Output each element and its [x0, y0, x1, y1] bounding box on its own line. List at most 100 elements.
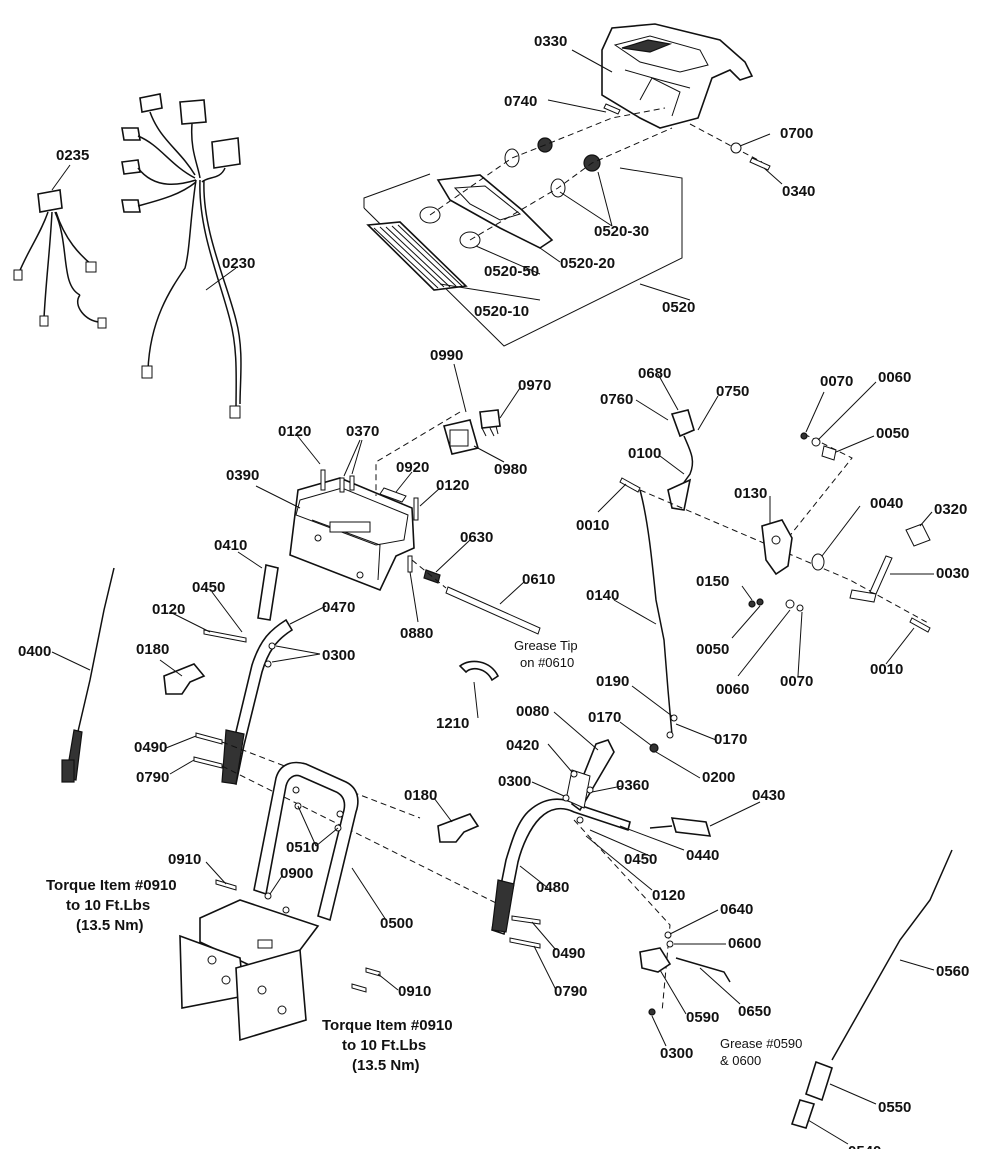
- label-0070-top: 0070: [820, 373, 853, 390]
- label-0510: 0510: [286, 839, 319, 856]
- headlight-assembly-box-0520: [363, 167, 683, 347]
- leader-dash-light-3: [689, 123, 763, 163]
- screws-0370-0120: [320, 469, 419, 573]
- label-0230: 0230: [222, 255, 255, 272]
- label-0130: 0130: [734, 485, 767, 502]
- label-0550: 0550: [878, 1099, 911, 1116]
- label-0400: 0400: [18, 643, 51, 660]
- leader-dash-light-1: [429, 107, 666, 216]
- label-0640: 0640: [720, 901, 753, 918]
- label-0650: 0650: [738, 1003, 771, 1020]
- label-0320: 0320: [934, 501, 967, 518]
- label-0790-right: 0790: [554, 983, 587, 1000]
- leader-dash-0050: [779, 433, 853, 549]
- leader-dash-light-2: [469, 127, 673, 241]
- label-0750: 0750: [716, 383, 749, 400]
- label-0450-left: 0450: [192, 579, 225, 596]
- label-0300-left: 0300: [322, 647, 355, 664]
- label-0680: 0680: [638, 365, 671, 382]
- bolts-0510: [292, 786, 344, 832]
- label-0235: 0235: [56, 147, 89, 164]
- label-0630: 0630: [460, 529, 493, 546]
- label-0120-top: 0120: [278, 423, 311, 440]
- headlight-bracket-0520-20: [419, 174, 554, 249]
- sleeve-0550: [805, 1060, 833, 1102]
- label-0360: 0360: [616, 777, 649, 794]
- label-0010-right: 0010: [870, 661, 903, 678]
- label-0520-30: 0520-30: [594, 223, 649, 240]
- label-0970: 0970: [518, 377, 551, 394]
- leader-dash-0490: [221, 741, 421, 819]
- upper-handle-left-0470: [221, 618, 294, 786]
- connector-0540: [790, 1099, 816, 1129]
- label-0500: 0500: [380, 915, 413, 932]
- label-0520: 0520: [662, 299, 695, 316]
- torque-note-left-line2: to 10 Ft.Lbs: [66, 897, 150, 914]
- label-0120-right: 0120: [652, 887, 685, 904]
- leader-dash-0790: [221, 765, 501, 906]
- clip-1210: [458, 660, 500, 682]
- label-0740: 0740: [504, 93, 537, 110]
- label-0910-right: 0910: [398, 983, 431, 1000]
- lever-0680: [670, 409, 695, 506]
- bracket-0180b: [437, 813, 480, 843]
- leader-dash-0640: [573, 819, 671, 1013]
- note-grease-0590-line1: Grease #0590: [720, 1036, 802, 1051]
- label-0590: 0590: [686, 1009, 719, 1026]
- label-0600: 0600: [728, 935, 761, 952]
- grip-0410: [257, 564, 279, 621]
- wire-harness-0230: [121, 93, 242, 419]
- label-0480: 0480: [536, 879, 569, 896]
- headlight-lens-0520-10: [366, 221, 468, 291]
- grip-0430: [649, 817, 712, 837]
- screw-0740: [603, 103, 621, 115]
- bracket-0590: [639, 931, 674, 1016]
- label-0060-bottom: 0060: [716, 681, 749, 698]
- bushing-0050: [821, 445, 837, 461]
- upper-handle-right-0480: [491, 798, 631, 936]
- label-0140: 0140: [586, 587, 619, 604]
- label-0190: 0190: [596, 673, 629, 690]
- label-0430: 0430: [752, 787, 785, 804]
- label-0980: 0980: [494, 461, 527, 478]
- label-0070-bottom: 0070: [780, 673, 813, 690]
- rod-0650: [675, 957, 731, 983]
- screw-0340: [749, 157, 771, 171]
- label-0300-bottom: 0300: [660, 1045, 693, 1062]
- leader-dash-switch: [375, 411, 461, 496]
- label-0920: 0920: [396, 459, 429, 476]
- washer-0700: [730, 142, 742, 154]
- label-0520-10: 0520-10: [474, 303, 529, 320]
- bulb-sockets-0520-30: [504, 137, 601, 198]
- note-grease-tip-line2: on #0610: [520, 655, 574, 670]
- label-0170-right: 0170: [714, 731, 747, 748]
- label-0340: 0340: [782, 183, 815, 200]
- label-0080: 0080: [516, 703, 549, 720]
- label-0120-dash: 0120: [436, 477, 469, 494]
- label-0420: 0420: [506, 737, 539, 754]
- bracket-0130: [761, 519, 793, 576]
- label-0390: 0390: [226, 467, 259, 484]
- label-0370: 0370: [346, 423, 379, 440]
- label-0520-50: 0520-50: [484, 263, 539, 280]
- label-0790-left: 0790: [136, 769, 169, 786]
- frame-plates: [179, 899, 320, 1042]
- label-0060-top: 0060: [878, 369, 911, 386]
- label-0120-left: 0120: [152, 601, 185, 618]
- label-0170-left: 0170: [588, 709, 621, 726]
- label-0490-right: 0490: [552, 945, 585, 962]
- label-0560: 0560: [936, 963, 969, 980]
- hardware-right-handle: [509, 770, 594, 949]
- knob-0320: [905, 523, 931, 547]
- label-0100: 0100: [628, 445, 661, 462]
- label-0470: 0470: [322, 599, 355, 616]
- label-0040: 0040: [870, 495, 903, 512]
- leader-dash-rod: [411, 559, 447, 589]
- rod-0610: [445, 586, 541, 635]
- rod-0140: [639, 489, 673, 736]
- label-0150: 0150: [696, 573, 729, 590]
- note-grease-tip-line1: Grease Tip: [514, 638, 578, 653]
- label-0030: 0030: [936, 565, 969, 582]
- label-0010-left: 0010: [576, 517, 609, 534]
